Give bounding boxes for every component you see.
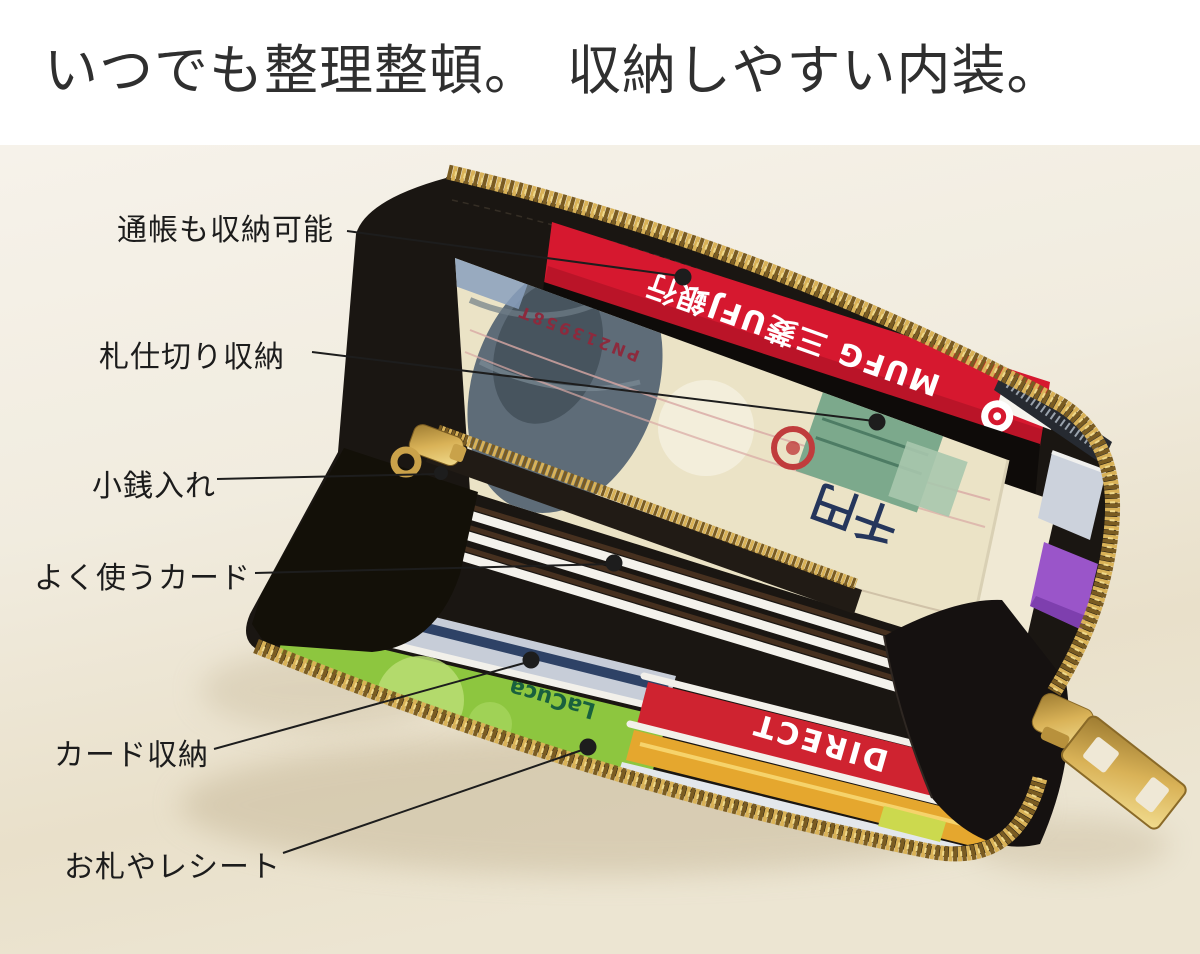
card-silver-edge — [1051, 450, 1107, 474]
callout-dot-bills-receipts — [579, 738, 597, 756]
callout-lines — [213, 230, 875, 854]
zipper-bottom-glint — [255, 643, 1043, 857]
callout-label-bankbook: 通帳も収納可能 — [117, 213, 334, 248]
callout-label-bills-receipts: お札やレシート — [64, 850, 281, 885]
zipper-top-glint — [447, 169, 1116, 694]
card-silver — [1038, 452, 1106, 540]
zipper-pull-hole-2 — [1135, 777, 1169, 813]
banknote-watermark — [658, 380, 754, 476]
coin-zipper-teeth-light — [436, 424, 858, 590]
callout-line-bill-divider — [311, 351, 875, 422]
corner-flap-edge — [883, 635, 933, 799]
card-amber-sheen — [639, 742, 1011, 838]
coin-zipper-slider — [390, 424, 467, 478]
callout-line-coin-pocket — [216, 473, 439, 480]
zipper-slider-bridge — [1040, 726, 1070, 749]
zipper-pull-hole-1 — [1083, 737, 1119, 773]
callout-dot-card-slots — [522, 651, 540, 669]
card-white-yellow-stripe — [878, 806, 946, 842]
banknote-engraving — [468, 297, 602, 319]
zipper-top-teeth-dark — [446, 164, 1121, 696]
callout-dot-coin-pocket — [434, 466, 448, 480]
zipper-bottom-teeth-dark — [253, 639, 1048, 862]
zipper-pull — [1031, 693, 1187, 830]
card-green — [268, 626, 668, 780]
callout-line-bills-receipts — [282, 748, 586, 854]
coin-pouch-hem — [426, 436, 862, 614]
coin-pouch — [252, 424, 862, 652]
callout-line-bankbook — [346, 230, 681, 277]
callout-label-bill-divider: 札仕切り収納 — [99, 340, 285, 375]
right-side-cards — [1030, 450, 1107, 630]
bankbook-cover — [544, 222, 1050, 446]
callout-line-card-slots — [213, 661, 529, 750]
main-zipper — [253, 164, 1121, 862]
card-purple-shade — [1030, 596, 1086, 630]
bankbook-shade — [544, 266, 1044, 446]
mufg-logo-core — [993, 412, 1002, 421]
callout-dot-bankbook — [674, 268, 692, 286]
banknote-seal — [771, 426, 815, 470]
coin-pouch-gusset — [252, 448, 478, 652]
callout-dots — [434, 268, 886, 756]
callout-label-frequent-cards: よく使うカード — [34, 561, 251, 596]
banknote-medallion — [888, 441, 968, 517]
corner-flap — [884, 599, 1069, 847]
callout-label-coin-pocket: 小銭入れ — [92, 469, 216, 504]
callout-dot-bill-divider — [868, 413, 886, 431]
page-title: いつでも整理整頓。 収納しやすい内装。 — [44, 39, 1062, 102]
callout-line-frequent-cards — [254, 563, 612, 574]
coin-zipper-teeth-dark — [436, 424, 858, 590]
callout-dot-frequent-cards — [605, 554, 623, 572]
banknote-seal-core — [786, 441, 800, 455]
callout-label-card-slots: カード収納 — [54, 738, 209, 773]
